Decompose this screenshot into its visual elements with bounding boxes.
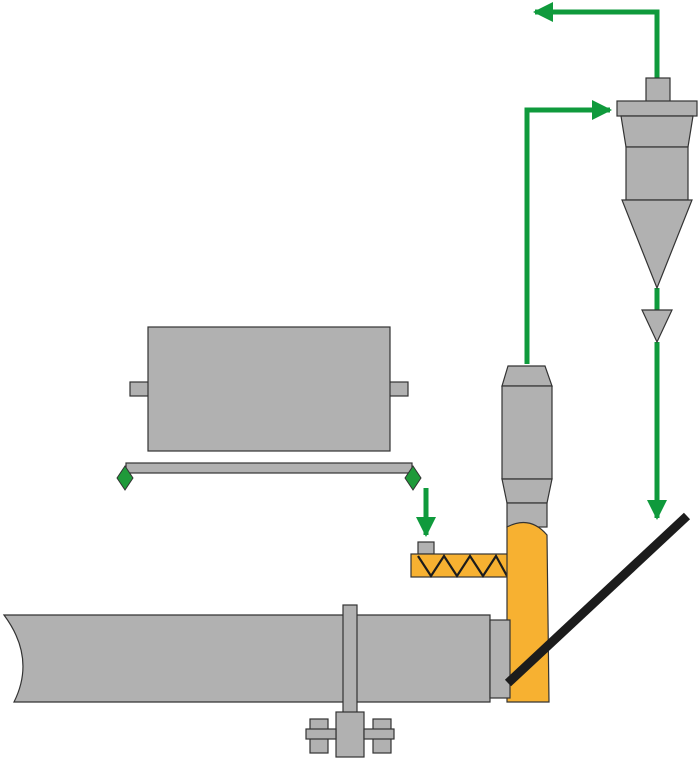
hopper-body	[147, 326, 391, 452]
cyclone-cylinder	[625, 146, 689, 201]
cyclone	[616, 77, 698, 344]
weigh-belt	[116, 462, 422, 491]
screw-feeder-housing	[410, 553, 515, 578]
belt-left-marker	[116, 465, 134, 491]
kiln-inlet-seal	[489, 619, 511, 699]
rotary-kiln	[2, 604, 511, 758]
gas-flow-riser-to-cyclone	[524, 100, 612, 364]
support-roller-left-axle	[305, 728, 337, 740]
meal-chute	[504, 512, 691, 687]
cyclone-outlet-pipe	[645, 77, 671, 103]
screw-flight	[417, 553, 508, 579]
gas-flow-cyclone-exhaust	[533, 2, 660, 78]
cyclone-cone	[621, 199, 693, 290]
cyclone-top-plate	[616, 100, 698, 117]
belt-right-marker	[404, 465, 422, 491]
cyclone-dust-valve	[641, 309, 673, 344]
belt-frame	[125, 462, 413, 474]
kiln-pier-base	[335, 711, 365, 758]
support-roller-right-axle	[363, 728, 395, 740]
hopper-shaft-left	[129, 381, 151, 397]
kiln-riding-ring	[342, 604, 358, 716]
riser-upper-section	[501, 385, 553, 480]
screw-feeder-inlet	[417, 541, 435, 555]
hopper-shaft-right	[387, 381, 409, 397]
riser-taper	[501, 478, 553, 504]
feed-hopper	[129, 326, 409, 452]
cyclone-neck	[620, 115, 694, 148]
screw-feeder	[410, 541, 515, 579]
riser-duct	[501, 365, 553, 528]
riser-top-cap	[501, 365, 553, 387]
kiln-shell	[2, 614, 491, 703]
